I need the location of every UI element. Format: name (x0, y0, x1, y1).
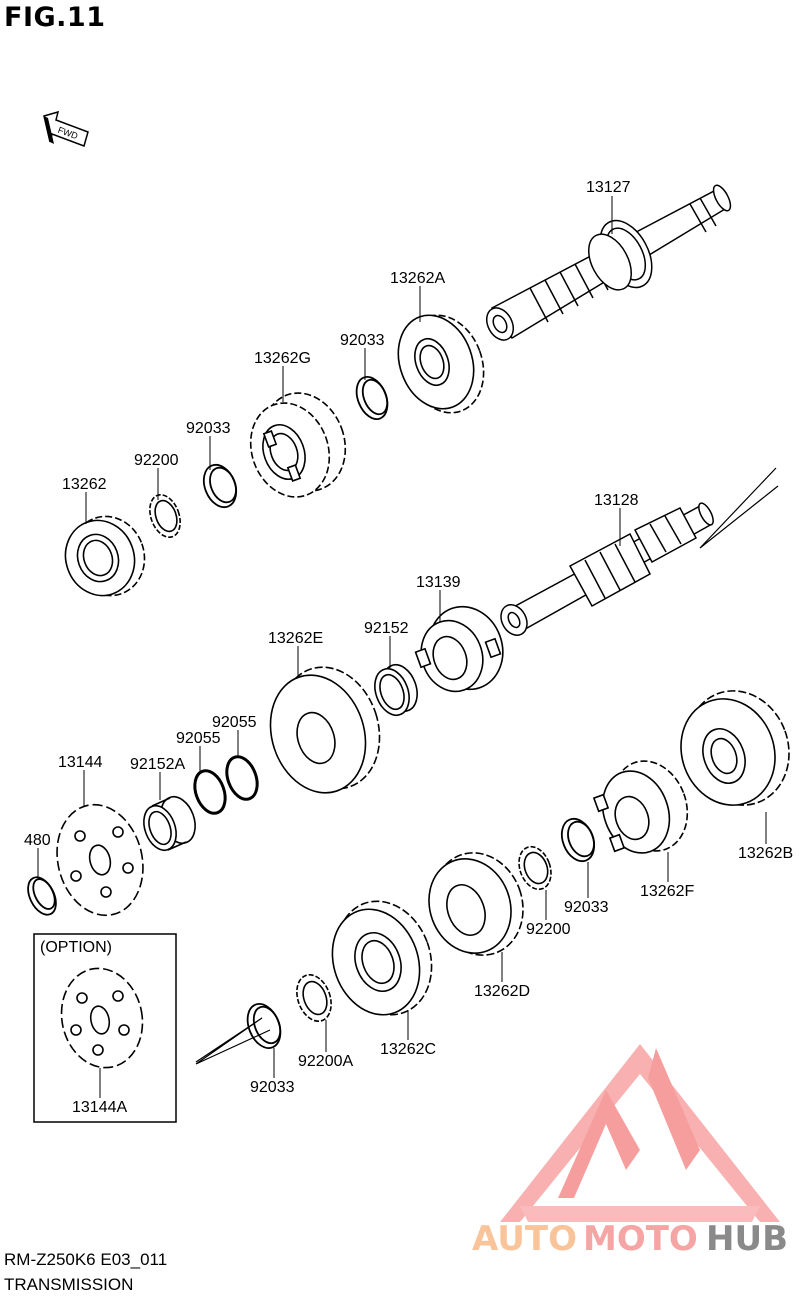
label-92033-d: 92033 (250, 1079, 295, 1096)
o-ring-92055-a (193, 769, 227, 815)
model-code: RM-Z250K6 E03_011 (4, 1250, 168, 1269)
watermark-part2: MOTO (583, 1219, 698, 1259)
label-92055-b: 92055 (212, 714, 257, 731)
gear-13262C (331, 900, 433, 1016)
gear-13262D (428, 852, 524, 956)
label-13144: 13144 (58, 754, 103, 771)
label-92033-c: 92033 (564, 899, 609, 916)
assembly-guide-lines (195, 467, 779, 1065)
washer-92200-a (149, 493, 181, 539)
label-13128: 13128 (594, 492, 639, 509)
watermark-part3: HUB (706, 1219, 788, 1259)
figure-title: FIG.11 (4, 2, 106, 33)
gear-13262A (397, 314, 485, 414)
collar-92152 (374, 663, 418, 717)
label-13139: 13139 (416, 574, 461, 591)
label-13144A: 13144A (72, 1099, 127, 1116)
collar-92152A (143, 795, 196, 852)
label-480: 480 (24, 832, 51, 849)
shaft-13128 (500, 502, 714, 636)
gear-on-shaft-13127 (588, 219, 653, 291)
section-title: TRANSMISSION (4, 1275, 134, 1294)
label-13262: 13262 (62, 476, 107, 493)
circlip-92033-b (202, 463, 238, 509)
label-92055-a: 92055 (176, 730, 221, 747)
circlip-480 (27, 876, 57, 916)
sprocket-13144A (60, 967, 144, 1069)
label-92152A: 92152A (130, 756, 185, 773)
label-13262E: 13262E (268, 630, 323, 647)
option-box: (OPTION) (33, 933, 177, 1123)
label-92152: 92152 (364, 620, 409, 637)
fwd-arrow-icon: FWD (43, 110, 89, 147)
label-13262D: 13262D (474, 983, 530, 1000)
gear-13262 (64, 515, 146, 597)
circlip-92033-c (560, 817, 596, 863)
watermark-text: AUTO MOTO HUB (472, 1219, 788, 1259)
washer-92200-b (518, 845, 552, 891)
label-13262C: 13262C (380, 1041, 436, 1058)
watermark-logo (500, 1044, 780, 1222)
label-13262G: 13262G (254, 350, 311, 367)
watermark-part1: AUTO (472, 1219, 577, 1259)
gear-13262B (680, 690, 790, 806)
hub-13139 (414, 605, 504, 693)
option-label: (OPTION) (40, 939, 112, 956)
label-13262A: 13262A (390, 270, 445, 287)
label-13262B: 13262B (738, 845, 793, 862)
washer-92200A (296, 973, 332, 1023)
label-92033-a: 92033 (340, 332, 385, 349)
part-labels: 13127 13262A 92033 13262G 92033 92200 13… (24, 179, 793, 1116)
label-92033-b: 92033 (186, 420, 231, 437)
gear-13262E (269, 666, 381, 794)
gear-13262G (249, 392, 347, 498)
circlip-92033-a (355, 376, 389, 420)
label-92200A: 92200A (298, 1053, 353, 1070)
sprocket-13144 (56, 803, 144, 917)
gear-13262F (592, 760, 689, 854)
label-13127: 13127 (586, 179, 631, 196)
label-92200-b: 92200 (526, 921, 571, 938)
o-ring-92055-b (225, 755, 259, 801)
label-92200-a: 92200 (134, 452, 179, 469)
label-13262F: 13262F (640, 883, 694, 900)
leader-lines (37, 196, 767, 1098)
circlip-92033-d (246, 1003, 282, 1049)
